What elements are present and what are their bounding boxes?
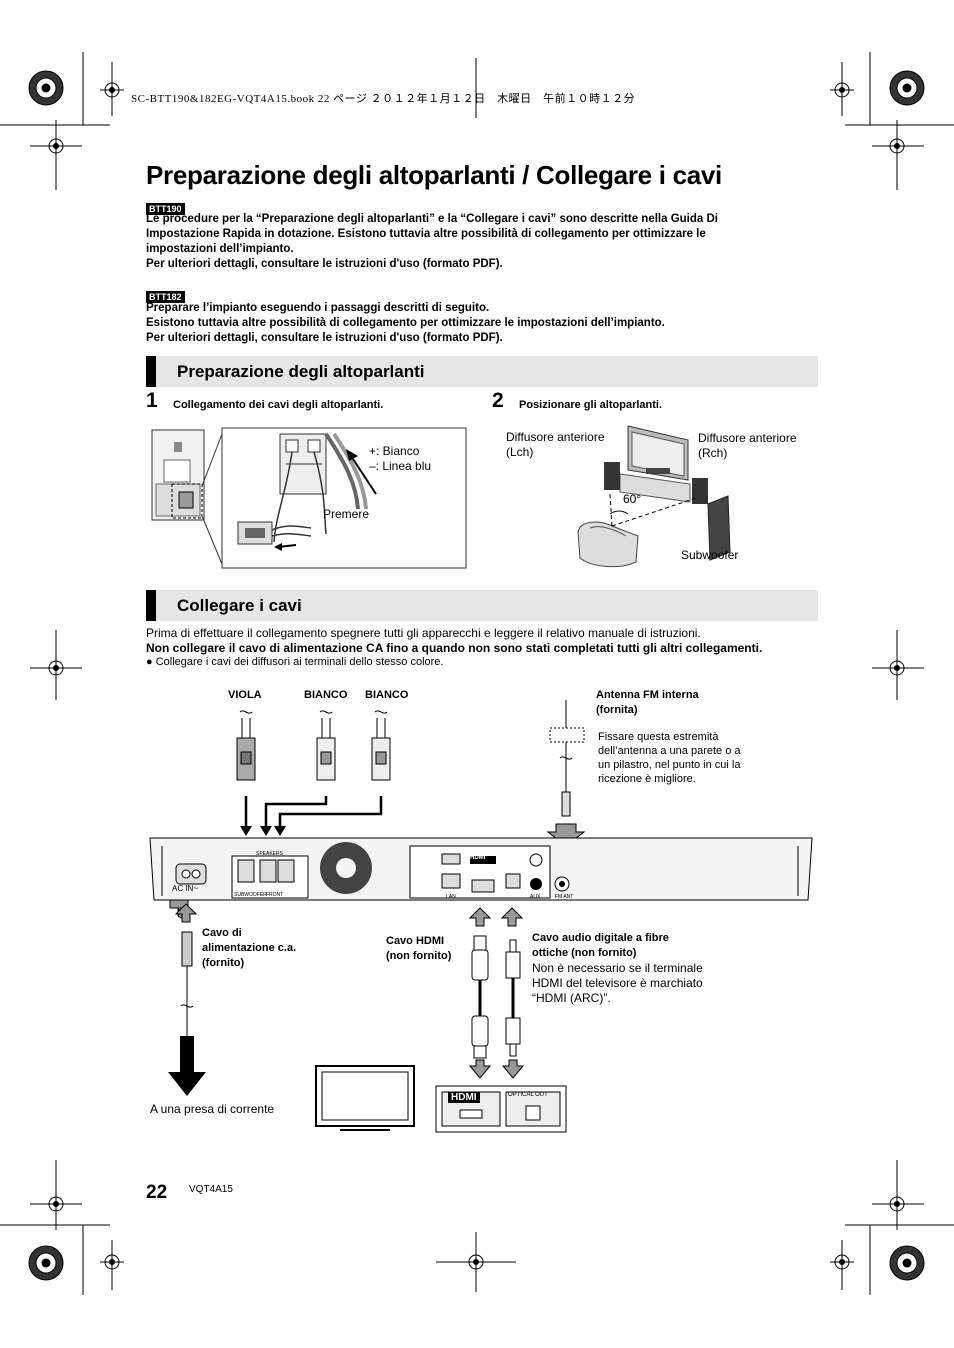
intro-text: Prima di effettuare il collegamento speg… [146,626,701,640]
step-1-text: Collegamento dei cavi degli altoparlanti… [173,399,384,411]
speaker-cable-diagram [151,427,467,569]
bianco-label-2: BIANCO [365,689,409,701]
aux-panel-label: AUX [530,894,541,900]
step-2-number: 2 [492,389,504,412]
step-2-text: Posizionare gli altoparlanti. [519,399,663,411]
front-panel-label: FRONT [266,892,284,898]
lan-panel-label: LAN [446,894,456,900]
bullet-item: ● Collegare i cavi dei diffusori ai term… [146,656,444,668]
speakers-panel-label: SPEAKERS [256,851,283,857]
section-collegare: Collegare i cavi [146,590,818,621]
section-title: Preparazione degli altoparlanti [177,362,425,381]
step-1-number: 1 [146,389,158,412]
front-right-label: Diffusore anteriore (Rch) [698,431,797,460]
btt190-badge: BTT190 [146,199,185,217]
btt190-text: Le procedure per la “Preparazione degli … [146,213,718,270]
antenna-title: Antenna FM interna (fornita) [596,689,699,716]
btt182-text: Preparare l’impianto eseguendo i passagg… [146,302,665,344]
fm-ant-panel-label: FM ANT [555,894,574,900]
section-title: Collegare i cavi [177,596,302,615]
angle-label: 60° [623,492,642,506]
optical-cable-label: Cavo audio digitale a fibre ottiche (non… [532,932,669,959]
outlet-label: A una presa di corrente [150,1102,275,1116]
tv-hdmi-logo: HDMI [448,1092,480,1103]
plus-label: +: Bianco [369,444,420,458]
sub-panel-label: SUBWOOFER [234,892,267,898]
viola-label: VIOLA [228,689,262,701]
page-title: Preparazione degli altoparlanti / Colleg… [146,160,722,190]
hdmi-cable-label: Cavo HDMI (non fornito) [386,935,452,962]
antenna-note: Fissare questa estremità dell’antenna a … [598,731,741,785]
btt182-badge: BTT182 [146,287,185,305]
speaker-placement-diagram [577,425,731,568]
bullet-icon: ● [146,656,153,668]
optical-note: Non è necessario se il terminale HDMI de… [532,961,703,1005]
file-header: SC-BTT190&182EG-VQT4A15.book 22 ページ ２０１２… [131,93,636,105]
minus-label: –: Linea blu [369,459,432,473]
front-left-label: Diffusore anteriore (Lch) [506,430,605,459]
warning-text: Non collegare il cavo di alimentazione C… [146,641,763,655]
ac-in-label: AC IN~ [172,884,199,893]
page-number: 22 [146,1182,168,1203]
hdmi-panel-logo: HDMI [470,855,486,861]
tv-optical-out-label: OPTICAL OUT [508,1092,548,1098]
bianco-label-1: BIANCO [304,689,348,701]
subwoofer-label: Subwoofer [681,548,739,562]
press-label: Premere [323,507,370,521]
power-cable-label: Cavo di alimentazione c.a. (fornito) [202,927,297,969]
doc-code: VQT4A15 [189,1184,233,1195]
section-preparazione: Preparazione degli altoparlanti [146,356,818,387]
